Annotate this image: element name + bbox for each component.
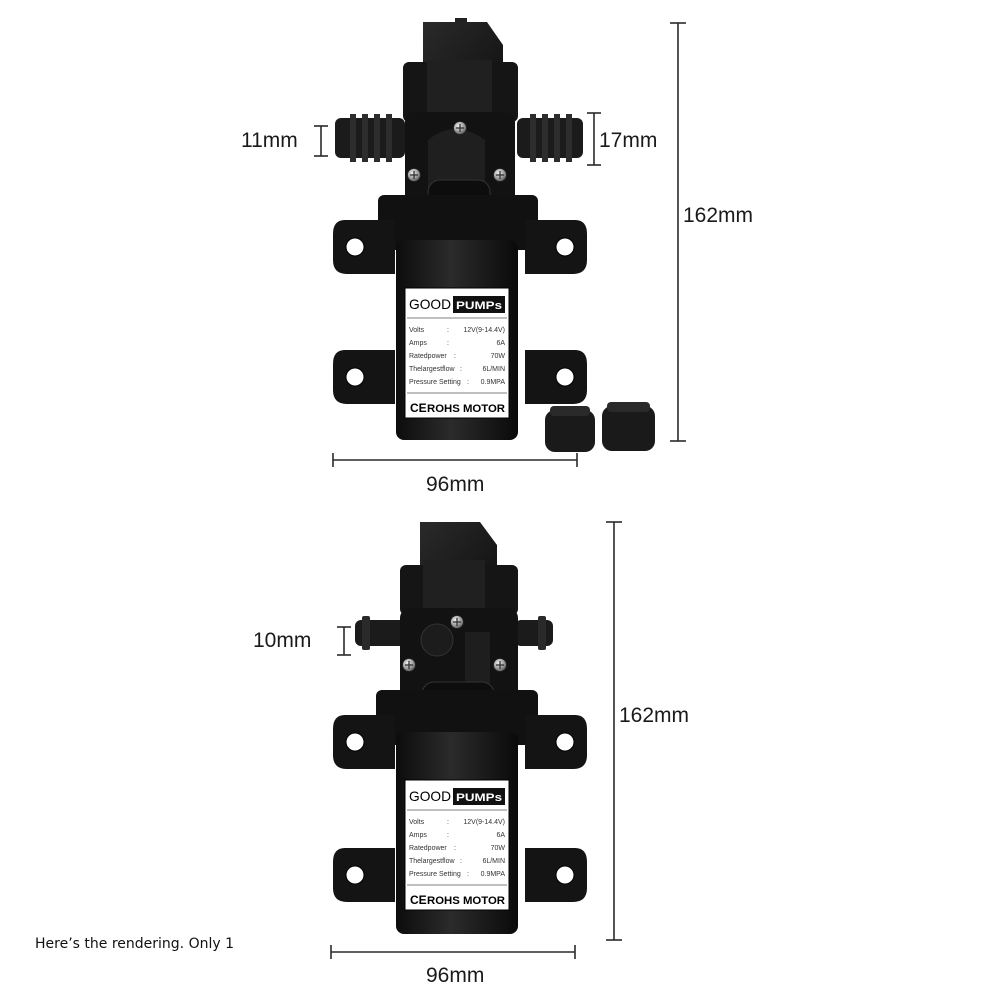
top-label-footer: ROHS MOTOR: [427, 403, 505, 415]
bottom-row-4-key: Pressure Setting: [409, 871, 461, 878]
top-inlet-dimension: 11mm: [241, 129, 298, 152]
bottom-row-1-value: 6A: [496, 832, 505, 839]
top-outlet-fitting: [517, 114, 583, 162]
top-row-3-sep: :: [460, 366, 462, 373]
bottom-ce-mark: CE: [410, 893, 427, 907]
bottom-row-4-sep: :: [467, 871, 469, 878]
top-brand-left: GOOD: [409, 296, 451, 312]
top-loose-caps: [545, 402, 655, 452]
top-spec-label: GOOD PUMPs Volts : 12V(9-14.4V) Amps : 6…: [404, 287, 510, 419]
bottom-brand-left: GOOD: [409, 788, 451, 804]
top-row-4-value: 0.9MPA: [481, 379, 506, 386]
top-dimension-lines: [314, 22, 686, 467]
top-height-dimension: 162mm: [683, 204, 754, 227]
bottom-width-dimension: 96mm: [426, 964, 485, 987]
bottom-spec-label: GOOD PUMPs Volts : 12V(9-14.4V) Amps : 6…: [404, 779, 510, 911]
bottom-row-0-key: Volts: [409, 819, 425, 826]
top-brand-right: PUMPs: [456, 300, 502, 312]
bottom-row-1-sep: :: [447, 832, 449, 839]
bottom-row-0-sep: :: [447, 819, 449, 826]
bottom-inlet-fitting: [355, 616, 407, 650]
bottom-row-1-key: Amps: [409, 832, 427, 839]
bottom-dimension-lines: [330, 521, 622, 959]
bottom-outlet-fitting: [515, 616, 553, 650]
top-row-4-key: Pressure Setting: [409, 379, 461, 386]
top-row-2-sep: :: [454, 353, 456, 360]
top-row-1-value: 6A: [496, 340, 505, 347]
bottom-pump: GOOD PUMPs Volts : 12V(9-14.4V) Amps : 6…: [330, 521, 622, 959]
bottom-row-3-value: 6L/MIN: [482, 858, 505, 865]
bottom-row-3-key: Thelargestflow: [409, 858, 455, 865]
bottom-inlet-dimension: 10mm: [253, 629, 312, 652]
bottom-row-4-value: 0.9MPA: [481, 871, 506, 878]
bottom-row-2-sep: :: [454, 845, 456, 852]
bottom-label-footer: ROHS MOTOR: [427, 895, 505, 907]
top-pump: GOOD PUMPs Volts : 12V(9-14.4V) Amps : 6…: [314, 18, 686, 467]
top-row-0-sep: :: [447, 327, 449, 334]
top-row-0-key: Volts: [409, 327, 425, 334]
bottom-brand-right: PUMPs: [456, 792, 502, 804]
top-row-1-key: Amps: [409, 340, 427, 347]
top-ce-mark: CE: [410, 401, 427, 415]
bottom-row-2-value: 70W: [491, 845, 506, 852]
bottom-row-2-key: Ratedpower: [409, 845, 447, 852]
top-outlet-dimension: 17mm: [599, 129, 658, 152]
top-width-dimension: 96mm: [426, 473, 485, 496]
top-inlet-fitting: [335, 114, 405, 162]
rendering-caption: Here’s the rendering. Only 1: [35, 936, 234, 952]
top-row-4-sep: :: [467, 379, 469, 386]
top-row-2-key: Ratedpower: [409, 353, 447, 360]
top-row-3-key: Thelargestflow: [409, 366, 455, 373]
top-row-3-value: 6L/MIN: [482, 366, 505, 373]
bottom-row-0-value: 12V(9-14.4V): [463, 819, 505, 826]
bottom-row-3-sep: :: [460, 858, 462, 865]
top-row-0-value: 12V(9-14.4V): [463, 327, 505, 334]
top-row-1-sep: :: [447, 340, 449, 347]
bottom-height-dimension: 162mm: [619, 704, 690, 727]
top-row-2-value: 70W: [491, 353, 506, 360]
